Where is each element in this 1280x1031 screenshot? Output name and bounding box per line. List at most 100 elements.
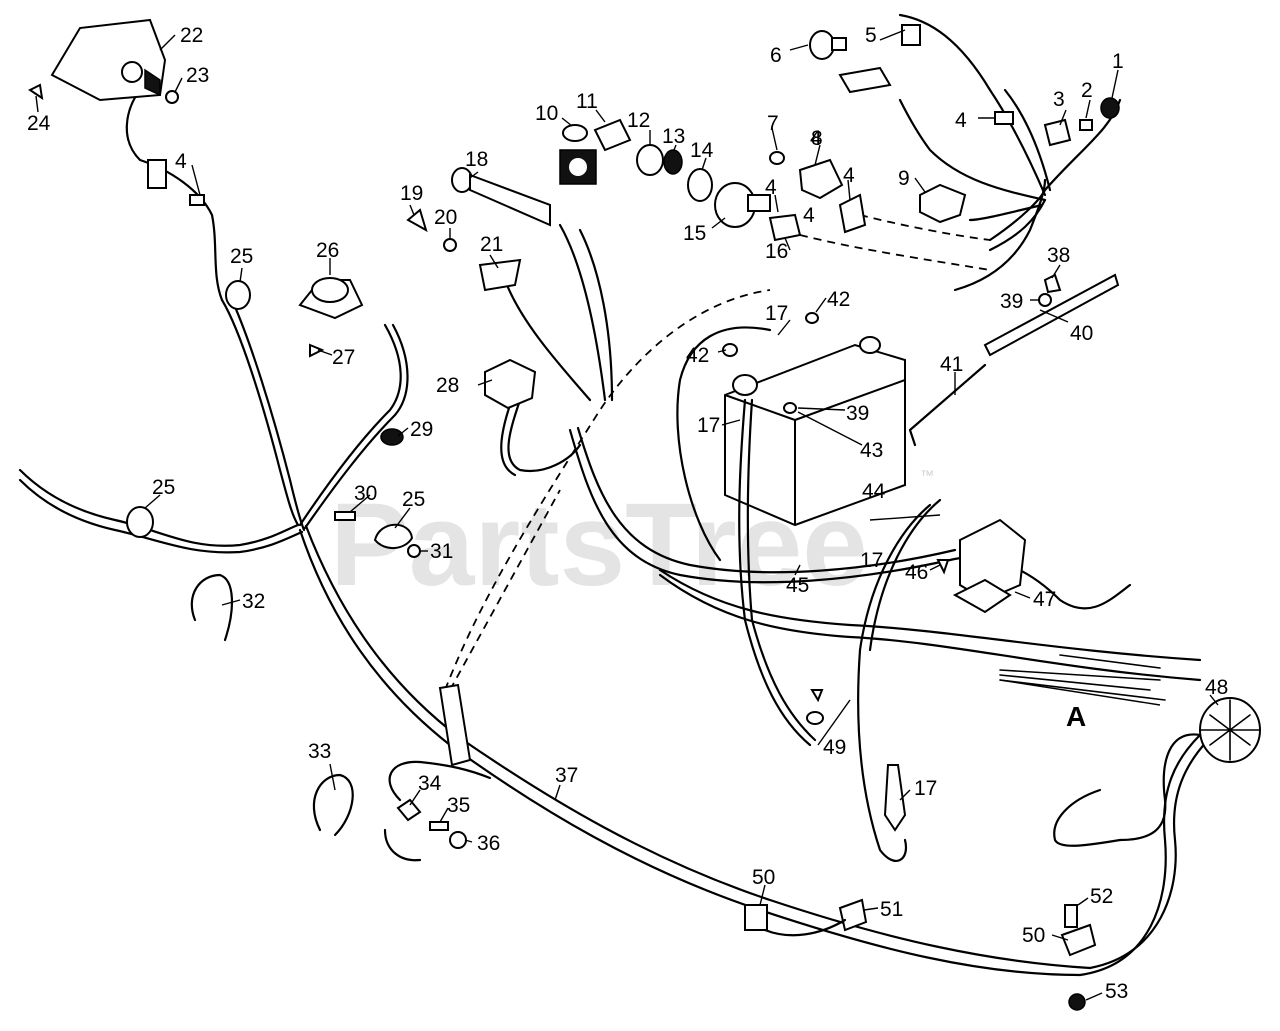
cable-17-neg (738, 398, 812, 747)
callout-53: 53 (1105, 980, 1128, 1003)
callout-51: 51 (880, 898, 903, 921)
buzzer-26 (298, 277, 364, 320)
nut-13 (663, 149, 683, 175)
bezel-12 (636, 144, 664, 176)
solenoid-47 (952, 518, 1027, 614)
leader-lines (35, 29, 1219, 1001)
nut-7 (769, 151, 785, 165)
screw-46 (936, 559, 950, 575)
callout-45: 45 (786, 574, 809, 597)
cable-17-starter-b (868, 498, 942, 652)
callout-7: 7 (767, 112, 779, 135)
ring-10 (562, 124, 588, 142)
callout-4: 4 (843, 164, 855, 187)
light-48 (1199, 697, 1261, 763)
callout-25: 25 (230, 245, 253, 268)
callout-19: 19 (400, 182, 423, 205)
nut-23 (165, 90, 179, 104)
nut-20 (443, 238, 457, 252)
callout-25: 25 (152, 476, 175, 499)
callout-18: 18 (465, 148, 488, 171)
callout-5: 5 (865, 24, 877, 47)
clip-25-upper (225, 280, 251, 310)
callout-10: 10 (535, 102, 558, 125)
harness-cover-37-end (438, 683, 472, 767)
connector-5 (901, 24, 921, 46)
clip-25-mid (373, 523, 414, 549)
callout-37: 37 (555, 764, 578, 787)
terminal-17-bottom (883, 764, 907, 832)
bracket-5 (838, 66, 892, 94)
callout-2: 2 (1081, 79, 1093, 102)
strap-32 (190, 573, 234, 642)
callout-17: 17 (860, 549, 883, 572)
callout-41: 41 (940, 353, 963, 376)
callout-4: 4 (765, 176, 777, 199)
callout-40: 40 (1070, 322, 1093, 345)
clip-19 (406, 208, 428, 233)
screw-35 (429, 821, 449, 831)
callout-46: 46 (905, 561, 928, 584)
wire-48 (1118, 733, 1202, 842)
callout-17: 17 (914, 777, 937, 800)
switch-8 (798, 158, 844, 200)
terminal-49 (806, 711, 824, 725)
nut-42-left (722, 343, 738, 357)
callout-42: 42 (827, 288, 850, 311)
callout-52: 52 (1090, 885, 1113, 908)
screw-52 (1064, 904, 1078, 928)
wire-34 (388, 760, 492, 802)
callout-4: 4 (955, 109, 967, 132)
nut-43 (783, 402, 797, 414)
callout-12: 12 (627, 109, 650, 132)
callout-11: 11 (576, 90, 598, 113)
connector-16 (768, 213, 802, 242)
callout-15: 15 (683, 222, 706, 245)
callout-22: 22 (180, 24, 203, 47)
connector-51 (838, 898, 868, 932)
callout-50: 50 (1022, 924, 1045, 947)
nut-36 (449, 831, 467, 849)
callout-17: 17 (765, 302, 788, 325)
callout-4: 4 (810, 127, 822, 150)
cable-17-pos (676, 326, 772, 562)
callout-4: 4 (175, 150, 187, 173)
nut-42-top (805, 312, 819, 324)
dashed-link-37-45 (449, 489, 561, 691)
callout-42: 42 (686, 344, 709, 367)
callout-48: 48 (1205, 676, 1228, 699)
screw-38 (1043, 273, 1062, 294)
connector-4-left (147, 159, 205, 206)
callout-36: 36 (477, 832, 500, 855)
callout-21: 21 (480, 233, 503, 256)
nut-31 (407, 544, 421, 558)
bracket-3 (1043, 118, 1072, 147)
bracket-21 (478, 258, 522, 292)
callout-34: 34 (418, 772, 442, 795)
plate-14 (687, 168, 713, 202)
callout-20: 20 (434, 206, 457, 229)
wire-34b (383, 828, 422, 862)
strap-33 (312, 773, 354, 837)
section-label-a: A (1066, 701, 1086, 732)
callout-29: 29 (410, 418, 433, 441)
clamp-50-right (1060, 923, 1097, 957)
callout-1: 1 (1112, 50, 1124, 73)
decal-10 (559, 149, 597, 185)
connector-4-right (994, 111, 1014, 125)
watermark-trademark: ™ (920, 467, 934, 483)
callout-8: 8 (811, 127, 823, 150)
callout-43: 43 (860, 439, 883, 462)
callout-labels: 1 2 3 4 4 4 4 4 4 5 6 7 8 9 10 11 12 13 … (27, 24, 1228, 1003)
nut-53 (1068, 993, 1086, 1011)
plug-29 (380, 428, 404, 446)
callout-3: 3 (1053, 88, 1065, 111)
main-harness-wires (18, 13, 1210, 977)
section-a-wires (999, 654, 1166, 706)
callout-38: 38 (1047, 244, 1070, 267)
switch-11 (593, 118, 632, 152)
callout-30: 30 (354, 482, 377, 505)
switch-15 (714, 182, 771, 228)
callout-6: 6 (770, 44, 782, 67)
